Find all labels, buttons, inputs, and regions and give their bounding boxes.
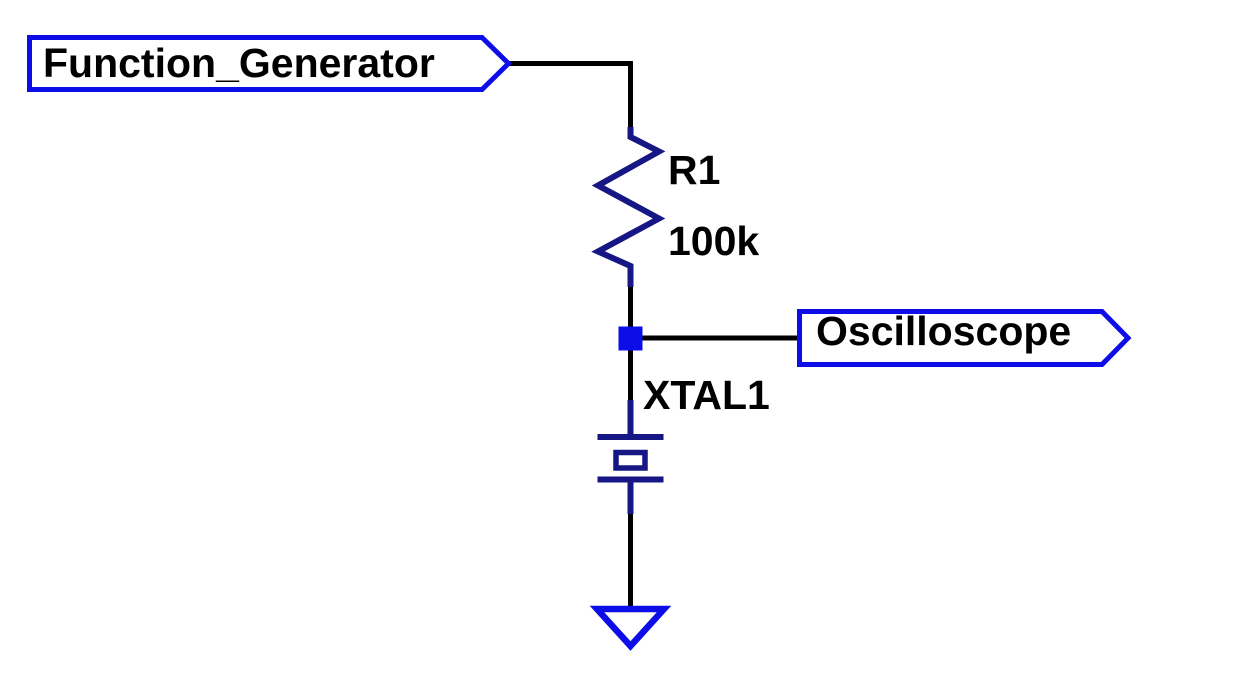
resistor-designator-label[interactable]: R1: [668, 147, 721, 193]
net-label-oscilloscope[interactable]: Oscilloscope: [816, 308, 1072, 354]
resistor-symbol[interactable]: [591, 127, 666, 287]
ground-symbol[interactable]: [589, 605, 672, 651]
net-flag-oscilloscope[interactable]: [797, 309, 1132, 367]
crystal-designator-label[interactable]: XTAL1: [643, 372, 770, 418]
wire-funcgen-to-resistor[interactable]: [506, 61, 633, 132]
net-label-function-generator[interactable]: Function_Generator: [43, 40, 435, 86]
crystal-body: [613, 449, 648, 471]
resistor-value-label[interactable]: 100k: [668, 218, 760, 264]
crystal-symbol[interactable]: [597, 400, 664, 514]
net-flag-function-generator[interactable]: [27, 35, 513, 92]
junction-node[interactable]: [618, 326, 643, 351]
